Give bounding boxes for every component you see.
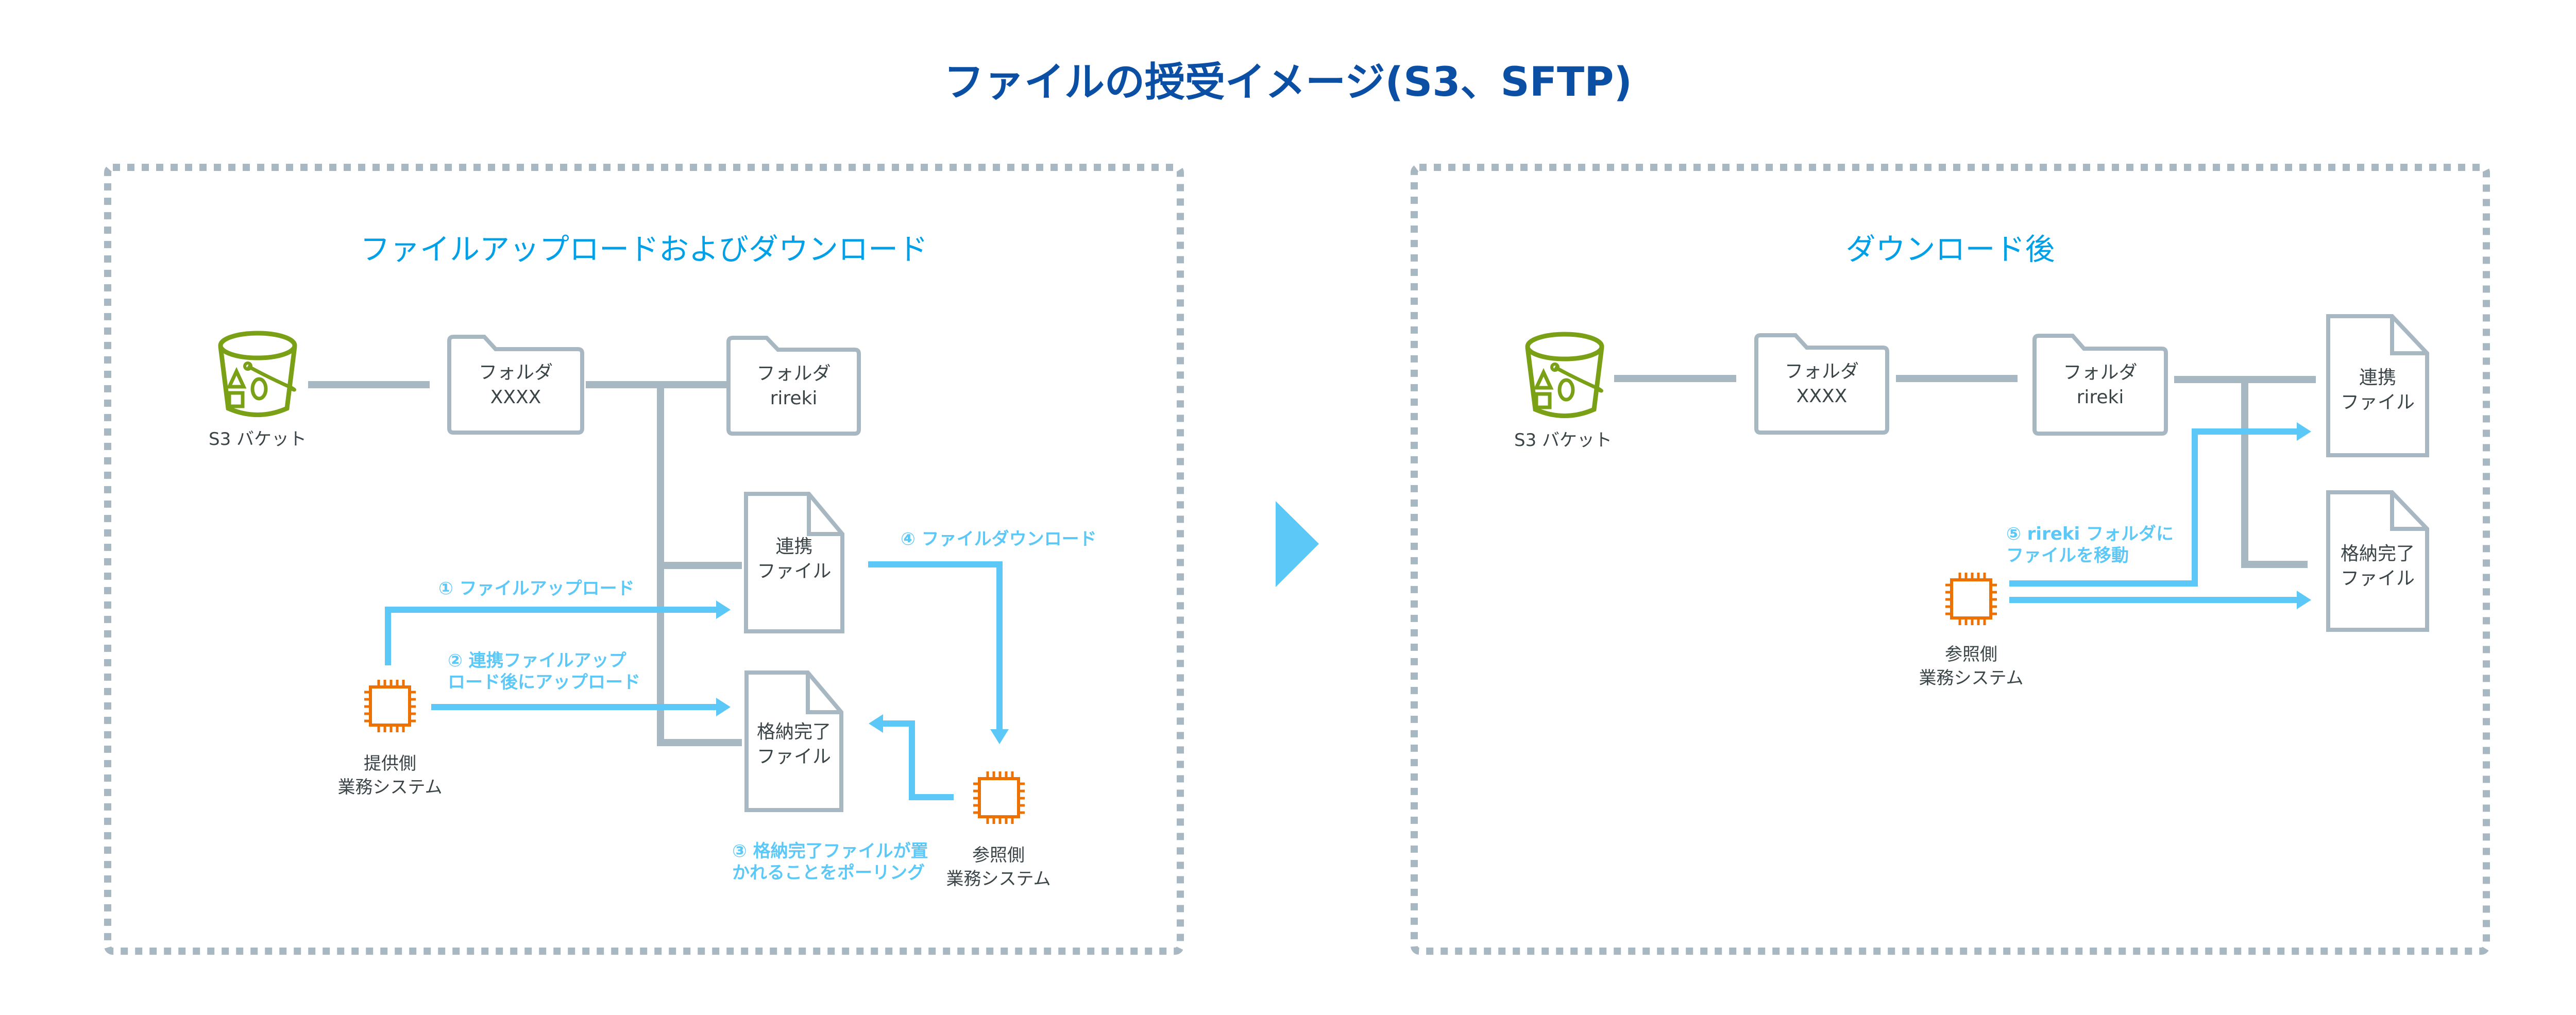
folder-label-line1: フォルダ [478,362,553,383]
folder-icon [2032,334,2168,436]
panel-upload-download-border [104,164,1184,955]
folder-icon [447,335,584,435]
panel-after-download-border [1411,164,2490,955]
panel-upload-download: ファイルアップロードおよびダウンロード [104,164,1184,955]
file-label-line1: 連携 [775,536,813,557]
file-label-line2: ファイル [757,561,832,582]
folder-label-line1: フォルダ [1784,361,1859,382]
system-label-line1: 参照側 [1945,644,1997,665]
arrowhead [990,729,1009,744]
arrowhead [869,714,883,733]
file-label-line2: ファイル [2340,568,2415,589]
file-kakuno[interactable]: 格納完了 ファイル [747,720,841,769]
step-1-label: ① ファイルアップロード [438,578,635,599]
file-icon [744,492,844,633]
right-connectors [1614,375,2316,568]
system-label-line2: 業務システム [946,869,1051,889]
file-kakuno[interactable]: 格納完了 ファイル [2328,542,2427,591]
left-connectors [308,381,742,746]
reference-system-label: 参照側 業務システム [1899,643,2043,690]
reference-system-label: 参照側 業務システム [926,844,1071,891]
folder-label-line1: フォルダ [756,363,831,384]
step-text-line2: かれることをポーリング [732,863,925,883]
folder-xxxx[interactable]: フォルダ XXXX [449,360,582,410]
arrowhead [2297,591,2311,609]
bucket-label: S3 バケット [1514,430,1613,451]
arrowhead [716,600,731,619]
file-icon [744,670,843,812]
system-label-line1: 参照側 [972,845,1025,866]
step-number: ④ [901,529,916,549]
file-label-line2: ファイル [756,746,831,767]
file-label-line1: 格納完了 [756,721,831,743]
step-4-label: ④ ファイルダウンロード [901,528,1097,550]
step-2-label: ② 連携ファイルアップ ロード後にアップロード [448,650,640,693]
provider-system-label: 提供側 業務システム [318,752,462,799]
system-label-line2: 業務システム [1919,668,2024,689]
step-5-label: ⑤ rireki フォルダに ファイルを移動 [2006,523,2174,566]
arrowhead [2297,422,2311,441]
bucket-label: S3 バケット [208,429,307,450]
folder-label-line2: rireki [770,388,818,409]
folder-rireki[interactable]: フォルダ rireki [2035,360,2166,410]
step-text-line2: ファイルを移動 [2006,545,2129,566]
step-number: ② [448,650,463,671]
step-text: 格納完了ファイルが置 [753,841,928,862]
system-label-line1: 提供側 [364,753,416,774]
step-text-line2: ロード後にアップロード [448,672,640,693]
folder-label-line1: フォルダ [2063,362,2138,383]
system-label-line2: 業務システム [337,777,443,798]
step-number: ① [438,578,453,599]
step-text: ファイルダウンロード [921,529,1097,549]
panel-after-download: ダウンロード後 [1411,164,2490,955]
file-renkei[interactable]: 連携 ファイル [2328,366,2427,415]
panel-title: ファイルアップロードおよびダウンロード [360,232,928,267]
right-triangle-icon [1276,501,1319,587]
page-title: ファイルの授受イメージ(S3、SFTP) [943,59,1633,106]
file-renkei[interactable]: 連携 ファイル [746,535,842,584]
arrowhead [716,698,731,716]
step-number: ③ [732,841,747,862]
folder-label-line2: XXXX [1796,386,1848,407]
file-icon [2326,490,2429,632]
panel-title: ダウンロード後 [1845,232,2055,267]
file-label-line1: 格納完了 [2340,543,2415,564]
file-label-line2: ファイル [2340,392,2415,413]
folder-icon [1754,333,1889,435]
file-label-line1: 連携 [2359,367,2396,388]
step-text: 連携ファイルアップ [468,650,626,671]
file-icon [2326,314,2429,457]
right-flow-arrows [2009,428,2298,603]
folder-rireki[interactable]: フォルダ rireki [728,362,859,411]
folder-label-line2: XXXX [490,387,541,408]
folder-xxxx[interactable]: フォルダ XXXX [1756,359,1887,409]
left-flow-arrows [385,561,1003,800]
step-text: ファイルアップロード [459,578,635,599]
step-3-label: ③ 格納完了ファイルが置 かれることをポーリング [732,840,928,884]
step-number: ⑤ [2006,524,2021,544]
folder-label-line2: rireki [2076,387,2124,408]
folder-icon [726,336,861,436]
step-text: rireki フォルダに [2027,524,2174,544]
